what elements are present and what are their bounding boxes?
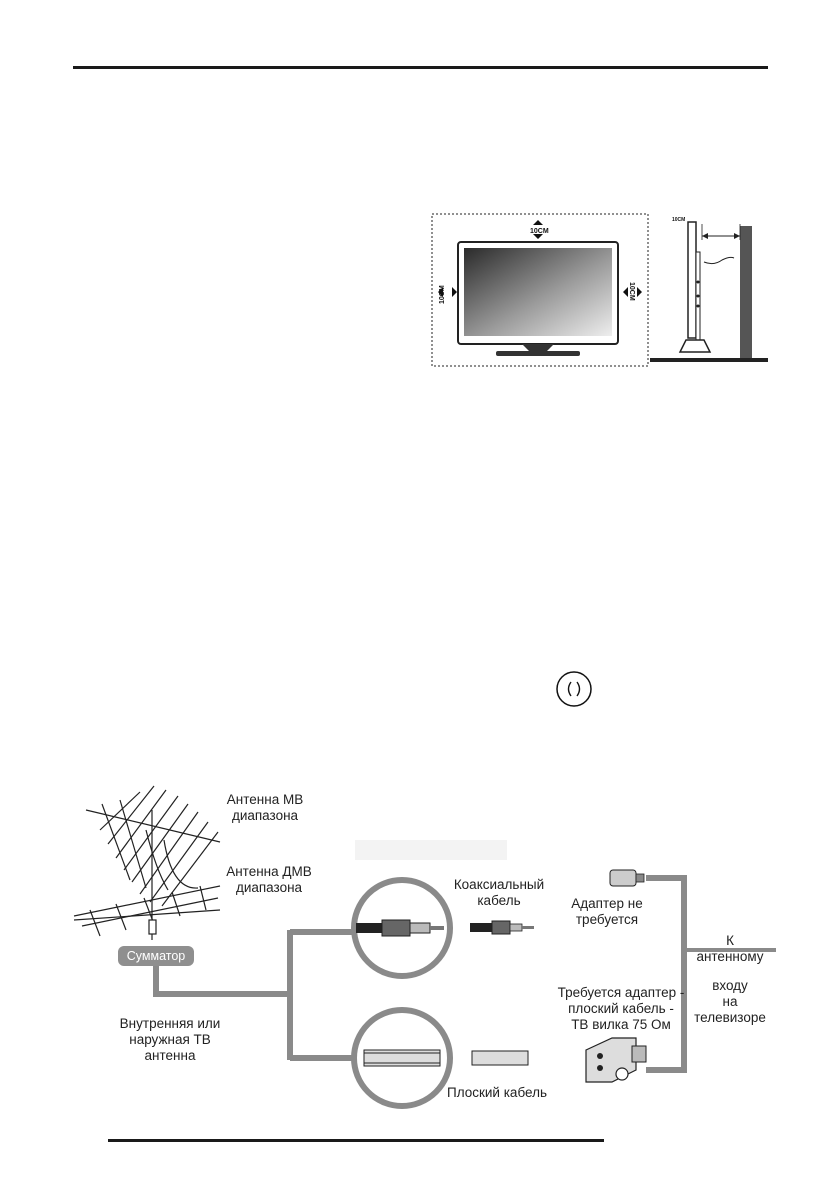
antenna-icon (73, 785, 221, 940)
footer-rule (108, 1139, 604, 1142)
circle-symbol-icon (556, 671, 592, 707)
input-on-tv-label: входу на телевизоре (694, 978, 766, 1025)
adapter-icon (585, 1037, 647, 1083)
antenna-connection-diagram (73, 785, 776, 1109)
right-clearance-label: 10CM (628, 282, 635, 301)
no-adapter-label: Адаптер не требуется (571, 896, 643, 927)
tv-clearance-side-figure: 10CM (650, 217, 768, 362)
flat-cable-label: Плоский кабель (447, 1085, 547, 1100)
small-flat-cable-icon (471, 1050, 529, 1066)
top-clearance-label: 10CM (530, 228, 549, 235)
adapter-required-label: Требуется адаптер - плоский кабель - ТВ … (557, 985, 685, 1032)
to-antenna-label: К антенному (696, 933, 764, 964)
f-connector-icon (609, 869, 645, 887)
small-coaxial-cable-icon (470, 920, 534, 935)
tv-clearance-front-figure: 10CM 10CM 10CM (431, 213, 649, 367)
uhf-antenna-label: Антенна ДМВ диапазона (226, 864, 312, 895)
side-clearance-label: 10CM (672, 217, 685, 223)
header-rule (73, 66, 768, 69)
coaxial-cable-label: Коаксиальный кабель (453, 877, 545, 908)
left-clearance-label: 10CM (439, 285, 446, 304)
vhf-antenna-label: Антенна МВ диапазона (226, 792, 304, 823)
coaxial-cable-icon (356, 919, 444, 937)
combiner-label: Сумматор (126, 949, 186, 963)
flat-cable-icon (363, 1049, 441, 1067)
indoor-outdoor-antenna-label: Внутренняя или наружная ТВ антенна (119, 1016, 221, 1063)
